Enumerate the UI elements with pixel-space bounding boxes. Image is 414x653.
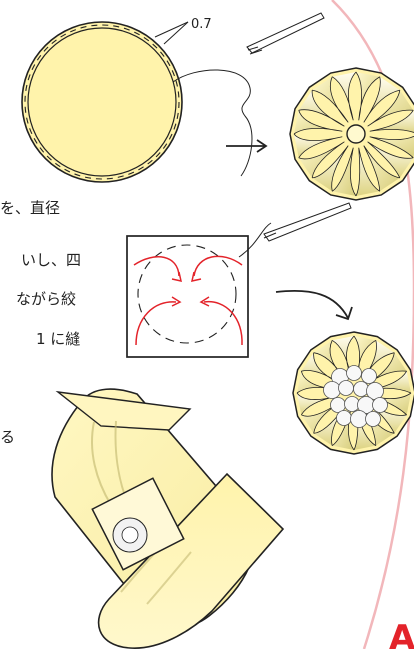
petal-fold: [355, 71, 380, 121]
corner-mark-letter: A: [389, 618, 414, 649]
flower-center: [346, 124, 366, 144]
bead: [372, 397, 388, 413]
petal-fold: [298, 90, 345, 127]
bead: [350, 410, 368, 428]
petal-fold: [355, 147, 380, 197]
bead: [336, 410, 352, 426]
cross-scarf: [51, 388, 285, 649]
bead: [365, 411, 381, 427]
text-fragment-4: 1 に縫: [36, 330, 81, 348]
petal-fold: [332, 71, 357, 121]
petal-fold: [312, 76, 349, 123]
flower-outline: [292, 331, 414, 455]
petal-fold: [367, 90, 414, 127]
text-fragment-1: を、直径: [0, 199, 61, 217]
curved-arrow-icon: [275, 289, 353, 321]
square-fabric-step2: [126, 235, 249, 358]
petal-fold: [312, 145, 349, 192]
text-fragment-3: ながら絞: [16, 290, 77, 308]
needle-icon: [172, 12, 325, 177]
arrow-right-icon: [226, 139, 268, 153]
petal-fold: [363, 76, 400, 123]
petal-fold: [298, 141, 345, 178]
beaded-flower: [292, 331, 414, 455]
text-fragment-5: る: [0, 428, 16, 446]
petal-fold: [293, 133, 343, 158]
bead: [346, 365, 362, 381]
fabric-circle-step1: [21, 21, 183, 183]
seam-allowance-label: 0.7: [191, 17, 212, 32]
petal-fold: [332, 147, 357, 197]
text-fragment-2: いし、四: [21, 251, 82, 269]
bead: [353, 381, 369, 397]
bead: [323, 381, 341, 399]
petal-fold: [367, 141, 414, 179]
needle-icon: [238, 202, 352, 258]
petal-fold: [363, 145, 400, 192]
petal-fold: [369, 110, 414, 133]
seam-allowance-callout: [154, 21, 189, 45]
bead: [361, 368, 377, 384]
gathered-flower-top: [289, 67, 414, 201]
petal-fold: [369, 135, 414, 159]
petal-fold: [293, 110, 343, 135]
bead: [338, 380, 354, 396]
